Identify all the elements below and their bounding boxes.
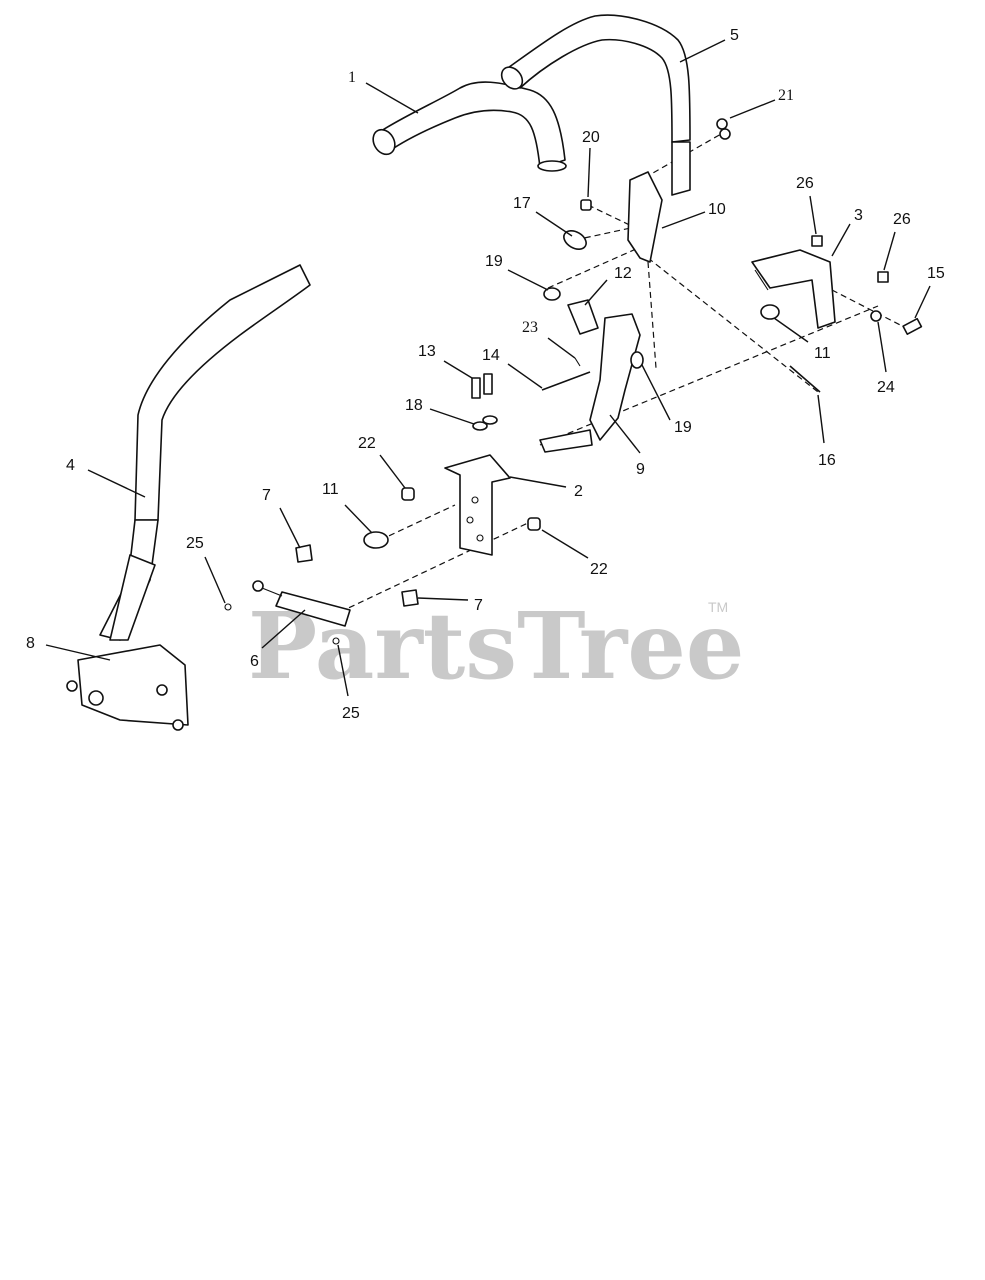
callout-19-bottom: 19 [674,419,692,436]
control-lever-part-4 [99,264,311,641]
handle-bar-part-5 [500,14,691,196]
handle-bar-part-1 [372,81,567,172]
callout-13: 13 [418,343,436,360]
bracket-part-10 [627,171,663,263]
watermark-trademark: TM [708,599,728,615]
callout-11-right: 11 [814,345,831,362]
callout-4: 4 [66,457,75,474]
callout-20: 20 [582,129,600,146]
callout-7-top: 7 [262,487,271,504]
callout-11-left: 11 [322,481,339,498]
pivot-arm-part-9 [539,313,644,453]
callout-8: 8 [26,635,35,652]
callout-22-top: 22 [358,435,376,452]
callout-26-right: 26 [893,211,911,228]
callout-25-bottom: 25 [342,705,360,722]
callout-17: 17 [513,195,531,212]
callout-6: 6 [250,653,259,670]
callout-26-left: 26 [796,175,814,192]
callout-9: 9 [636,461,645,478]
callout-21: 21 [778,87,794,104]
callout-18: 18 [405,397,423,414]
callout-25-left: 25 [186,535,204,552]
callout-23: 23 [522,319,538,336]
lever-base-part-8 [66,644,189,731]
callout-7-bottom: 7 [474,597,483,614]
callout-2: 2 [574,483,583,500]
callout-16: 16 [818,452,836,469]
callout-14: 14 [482,347,500,364]
callout-15: 15 [927,265,945,282]
bracket-part-3 [751,249,836,329]
callout-3: 3 [854,207,863,224]
gas-spring-part-6 [252,580,351,627]
callout-10: 10 [708,201,726,218]
mounting-plate-part-2 [444,454,511,556]
leader-lines [45,39,931,697]
callout-22-bottom: 22 [590,561,608,578]
callout-12: 12 [614,265,632,282]
hardware-pieces [224,118,923,645]
callout-24: 24 [877,379,895,396]
callout-5: 5 [730,27,739,44]
callout-labels: 1 5 21 20 17 10 26 3 26 15 19 12 23 13 1… [26,27,945,722]
callout-1: 1 [348,69,356,86]
callout-19-top: 19 [485,253,503,270]
